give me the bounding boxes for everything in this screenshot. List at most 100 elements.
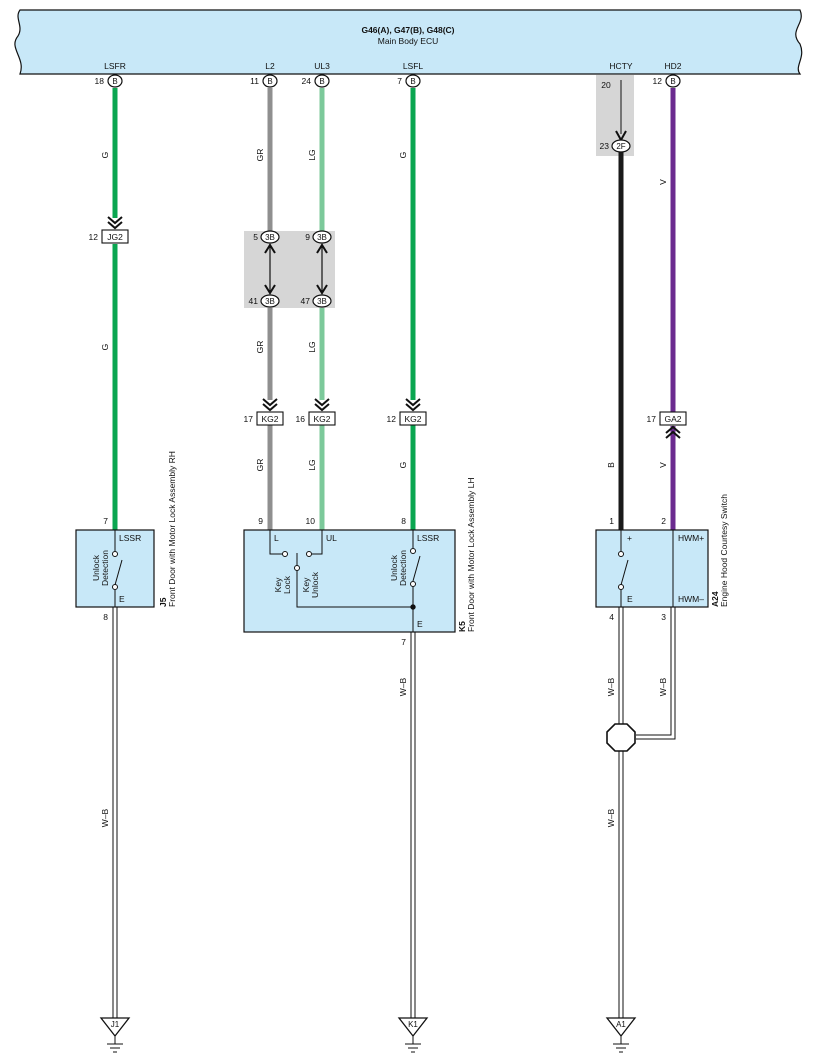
k5-key-switch-icon bbox=[269, 530, 416, 610]
wire-label: W–B bbox=[606, 677, 616, 696]
ecu-pin-7 bbox=[405, 74, 421, 88]
ecu-pin-11-num: 11 bbox=[250, 76, 259, 86]
connector-kg2-12-label: KG2 bbox=[404, 414, 421, 424]
wire-a24-wb-hwm bbox=[636, 607, 676, 740]
k5-term-lssr: LSSR bbox=[417, 533, 439, 543]
wire-label: GR bbox=[255, 149, 265, 162]
connector-kg2-17-pin: 17 bbox=[244, 414, 254, 424]
wire-label: V bbox=[658, 462, 668, 468]
k5-unlock-detect-line1: Unlock bbox=[389, 554, 399, 581]
j5-code: J5 bbox=[158, 597, 168, 607]
ground-k1-label: K1 bbox=[408, 1020, 418, 1029]
a24-term-plus: + bbox=[627, 533, 632, 543]
a24-name: Engine Hood Courtesy Switch bbox=[719, 494, 729, 607]
connector-ga2-label: GA2 bbox=[664, 414, 681, 424]
wire-label: V bbox=[658, 179, 668, 185]
wire-labels: G G W–B GR GR GR LG LG LG G G W–B B W–B … bbox=[100, 149, 668, 828]
k5-code: K5 bbox=[457, 621, 467, 632]
a24-switch-icon bbox=[618, 530, 629, 607]
ecu-pin-7-conn: B bbox=[410, 77, 415, 86]
connector-3b-41-pin: 41 bbox=[249, 296, 259, 306]
connector-jg2: JG2 12 bbox=[89, 216, 129, 244]
j5-term-out: E bbox=[119, 594, 125, 604]
j5-name: Front Door with Motor Lock Assembly RH bbox=[167, 451, 177, 607]
ecu-pin-7-num: 7 bbox=[397, 76, 402, 86]
k5-pin-lssr: 8 bbox=[401, 516, 406, 526]
a24-pin4: 4 bbox=[609, 612, 614, 622]
wire-label: LG bbox=[307, 341, 317, 352]
wire-label: G bbox=[398, 462, 408, 469]
j5-term-in: LSSR bbox=[119, 533, 141, 543]
connector-kg2-12: KG2 12 bbox=[387, 398, 427, 426]
connector-3b-9-label: 3B bbox=[317, 233, 327, 242]
ecu-pin-18 bbox=[107, 74, 123, 88]
wire-label: G bbox=[100, 344, 110, 351]
k5-pin-ul: 10 bbox=[306, 516, 316, 526]
connector-3b-5-label: 3B bbox=[265, 233, 275, 242]
connector-3b-group: 3B 5 3B 9 3B 41 3B 47 bbox=[249, 230, 332, 308]
ecu-pin-24-num: 24 bbox=[302, 76, 312, 86]
connector-kg2-16-label: KG2 bbox=[313, 414, 330, 424]
connector-3b-arrows bbox=[264, 243, 328, 295]
connector-3b-5-pin: 5 bbox=[253, 232, 258, 242]
k5-pin-l: 9 bbox=[258, 516, 263, 526]
connector-ga2-pin: 17 bbox=[647, 414, 657, 424]
ecu-signal-lsfl: LSFL bbox=[403, 61, 424, 71]
component-j5: 7 LSSR E 8 Unlock Detection J5 Front Doo… bbox=[75, 451, 177, 622]
k5-key-lock-line2: Lock bbox=[282, 575, 292, 594]
connector-jg2-label: JG2 bbox=[107, 232, 123, 242]
component-k5: 9 10 8 7 L UL LSSR E Key Lock Key Unlock bbox=[243, 478, 476, 647]
main-body-ecu: G46(A), G47(B), G48(C) Main Body ECU LSF… bbox=[14, 9, 803, 75]
wire-label: GR bbox=[255, 341, 265, 354]
ground-k1-icon bbox=[405, 1036, 421, 1053]
ecu-pin-24-conn: B bbox=[319, 77, 324, 86]
wire-label: W–B bbox=[100, 808, 110, 827]
connector-3b-47-label: 3B bbox=[317, 297, 327, 306]
ecu-pin-12-conn: B bbox=[670, 77, 675, 86]
wires bbox=[112, 88, 676, 530]
ecu-pin-20-num: 20 bbox=[601, 80, 611, 90]
j5-pin-out: 8 bbox=[103, 612, 108, 622]
k5-key-lock-line1: Key bbox=[273, 577, 283, 592]
ecu-signal-hcty: HCTY bbox=[609, 61, 632, 71]
a24-code: A24 bbox=[710, 591, 720, 607]
ecu-pin-11-conn: B bbox=[267, 77, 272, 86]
a24-pin1: 1 bbox=[609, 516, 614, 526]
connector-kg2-12-pin: 12 bbox=[387, 414, 397, 424]
connector-3b-9-pin: 9 bbox=[305, 232, 310, 242]
wire-label: B bbox=[606, 462, 616, 468]
connector-kg2-16: KG2 16 bbox=[296, 398, 336, 426]
ecu-title: G46(A), G47(B), G48(C) bbox=[361, 25, 454, 35]
ecu-pin-18-conn: B bbox=[112, 77, 117, 86]
connector-3b-41-label: 3B bbox=[265, 297, 275, 306]
connector-2f-label: 2F bbox=[616, 142, 625, 151]
ground-a1-icon bbox=[613, 1036, 629, 1053]
ground-j1-label: J1 bbox=[111, 1020, 120, 1029]
wire-label: GR bbox=[255, 459, 265, 472]
k5-unlock-detection-switch-icon bbox=[410, 530, 421, 632]
ecu-pin-24 bbox=[314, 74, 330, 88]
a24-term-hwmm: HWM– bbox=[678, 594, 704, 604]
wire-label: LG bbox=[307, 149, 317, 160]
ecu-subtitle: Main Body ECU bbox=[378, 36, 438, 46]
k5-term-e: E bbox=[417, 619, 423, 629]
ecu-pin-11 bbox=[262, 74, 278, 88]
ecu-signal-l2: L2 bbox=[265, 61, 275, 71]
j5-switch-icon bbox=[112, 530, 123, 607]
k5-pin-e: 7 bbox=[401, 637, 406, 647]
a24-term-hwmp: HWM+ bbox=[678, 533, 704, 543]
wire-label: LG bbox=[307, 459, 317, 470]
a24-pin2: 2 bbox=[661, 516, 666, 526]
ecu-signal-lsfr: LSFR bbox=[104, 61, 126, 71]
connector-ga2: GA2 17 bbox=[647, 411, 687, 439]
connector-kg2-17-label: KG2 bbox=[261, 414, 278, 424]
wire-label: G bbox=[398, 152, 408, 159]
wire-label: W–B bbox=[398, 677, 408, 696]
j5-pin-in: 7 bbox=[103, 516, 108, 526]
k5-term-l: L bbox=[274, 533, 279, 543]
k5-term-ul: UL bbox=[326, 533, 337, 543]
splice-point-icon bbox=[606, 723, 636, 752]
a24-term-e: E bbox=[627, 594, 633, 604]
ecu-signal-ul3: UL3 bbox=[314, 61, 330, 71]
connector-jg2-pin: 12 bbox=[89, 232, 99, 242]
